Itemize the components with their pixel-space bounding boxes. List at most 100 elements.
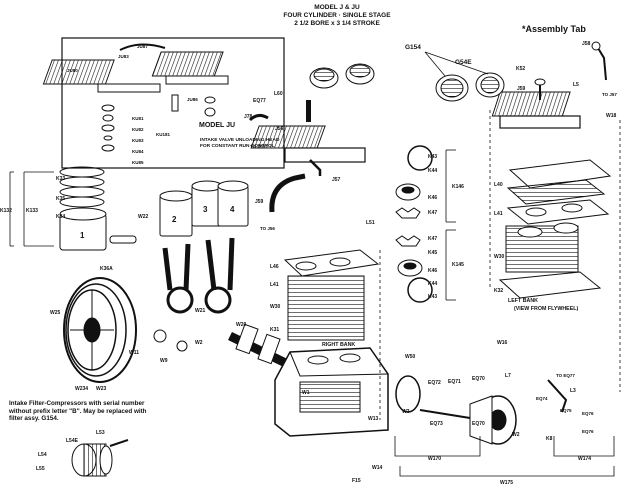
part-label-ku83: KU83 <box>132 138 144 143</box>
part-label-ku84: KU84 <box>132 149 144 154</box>
piston-number-2: 2 <box>172 215 177 224</box>
part-label-ju87: JU87 <box>137 44 148 49</box>
part-label-w13: W13 <box>368 416 379 422</box>
part-label-j59b: J59 <box>255 199 264 205</box>
part-label-w11: W11 <box>129 350 139 356</box>
right-bank-label: RIGHT BANK <box>322 342 356 348</box>
part-labels: G154 G54E J58 K52 J59 L5 TO J57 W18 L60 … <box>0 41 617 486</box>
part-label-l55: L55 <box>36 466 45 472</box>
part-label-eq75: EQ75 <box>560 408 572 413</box>
part-label-to-j76: TO J76 <box>250 144 265 149</box>
part-label-k43: K43 <box>428 154 437 160</box>
flywheel <box>63 277 137 383</box>
part-label-l41b: L41 <box>270 282 279 288</box>
part-label-k52: K52 <box>516 66 525 72</box>
part-label-k35: K35 <box>56 196 65 202</box>
part-label-w20: W20 <box>236 322 247 328</box>
part-label-w174: W174 <box>578 456 591 462</box>
part-label-l7: L7 <box>505 373 511 379</box>
part-label-k47: K47 <box>428 210 437 216</box>
crankcase <box>274 347 389 437</box>
pistons <box>59 166 249 251</box>
part-label-eq77: EQ77 <box>253 98 266 104</box>
inset-head-left <box>42 59 161 93</box>
part-label-k45: K45 <box>428 250 437 256</box>
part-label-k146: K146 <box>452 184 464 190</box>
part-label-w25: W25 <box>50 310 61 316</box>
part-label-to-j57: TO J57 <box>602 92 617 97</box>
part-label-eq70b: EQ70 <box>472 421 485 427</box>
part-label-w30b: W30 <box>270 304 281 310</box>
part-label-g154: G154 <box>405 44 421 51</box>
part-label-k145: K145 <box>452 262 464 268</box>
part-label-l54: L54 <box>38 452 47 458</box>
part-label-w22: W22 <box>138 214 149 220</box>
piston-number-3: 3 <box>203 205 208 214</box>
part-label-k32: K32 <box>494 288 503 294</box>
part-label-eq73: EQ73 <box>430 421 443 427</box>
part-label-eq74: EQ74 <box>536 396 548 401</box>
inset-model-label: MODEL JU <box>199 122 236 129</box>
unloader-assembly <box>395 375 568 445</box>
bracket-lines <box>9 110 621 477</box>
part-label-k34: K34 <box>56 214 65 220</box>
part-label-ku85: KU85 <box>132 160 144 165</box>
part-label-w9: W9 <box>160 358 168 364</box>
part-label-w3: W3 <box>402 409 410 415</box>
hose <box>269 173 306 213</box>
part-label-j56: J56 <box>275 126 284 132</box>
part-label-k44: K44 <box>428 168 437 174</box>
part-label-ju86: JU86 <box>187 97 198 102</box>
part-label-l3: L3 <box>570 388 576 394</box>
inset-valve-stack <box>101 94 216 152</box>
head-assembly-top-right <box>491 41 607 129</box>
part-label-eq76: EQ76 <box>582 411 594 416</box>
part-label-ku81: KU81 <box>132 116 144 121</box>
part-label-eq76b: EQ76 <box>582 429 594 434</box>
part-label-k33: K33 <box>56 176 65 182</box>
part-label-w23: W23 <box>96 386 107 392</box>
right-cylinder-stack <box>498 159 612 299</box>
part-label-k36a: K36A <box>100 266 113 272</box>
part-label-to-eq77: TO EQ77 <box>556 373 575 378</box>
diagram-header: MODEL J & JU FOUR CYLINDER · SINGLE STAG… <box>262 4 412 28</box>
part-label-eq70: EQ70 <box>472 376 485 382</box>
part-label-k44b: K44 <box>428 281 437 287</box>
part-label-eq72: EQ72 <box>428 380 441 386</box>
inset-head-right <box>151 51 229 85</box>
part-label-w30: W30 <box>494 254 505 260</box>
diagram-subtitle-bore: 2 1/2 BORE x 3 1/4 STROKE <box>294 20 380 27</box>
part-label-l51: L51 <box>366 220 375 226</box>
assembly-tab-note: *Assembly Tab <box>522 24 586 34</box>
part-label-ku181: KU181 <box>156 132 171 137</box>
part-label-w175: W175 <box>500 480 513 486</box>
part-label-w2b: W2 <box>512 432 520 438</box>
part-label-j59: J59 <box>517 86 526 92</box>
valve-parts <box>395 145 433 303</box>
part-label-l54e: L54E <box>66 438 79 444</box>
filter-note: Intake Filter-Compressors with serial nu… <box>9 400 147 423</box>
part-label-l40: L40 <box>494 182 503 188</box>
view-from-flywheel-label: (VIEW FROM FLYWHEEL) <box>514 306 579 312</box>
part-label-l46: L46 <box>270 264 279 270</box>
part-label-k47b: K47 <box>428 236 437 242</box>
head-top-filters <box>309 63 375 89</box>
part-label-j57: J57 <box>332 177 341 183</box>
piston-number-1: 1 <box>80 231 85 240</box>
part-label-w50: W50 <box>405 354 416 360</box>
part-label-k31: K31 <box>270 327 279 333</box>
part-label-w16: W16 <box>497 340 508 346</box>
part-label-l41: L41 <box>494 211 503 217</box>
part-label-j58: J58 <box>582 41 591 47</box>
piston-numbers: 1 2 3 4 <box>80 205 235 240</box>
part-label-ku82: KU82 <box>132 127 144 132</box>
part-label-w1: W1 <box>302 390 310 396</box>
part-label-k46: K46 <box>428 195 437 201</box>
part-label-l60: L60 <box>274 91 283 97</box>
inset-note: INTAKE VALVE UNLOADING HEAD FOR CONSTANT… <box>200 138 280 149</box>
inset-box <box>42 37 285 169</box>
part-label-w170: W170 <box>428 456 441 462</box>
part-label-ju83: JU83 <box>118 54 129 59</box>
part-label-j78: J78 <box>244 114 253 120</box>
